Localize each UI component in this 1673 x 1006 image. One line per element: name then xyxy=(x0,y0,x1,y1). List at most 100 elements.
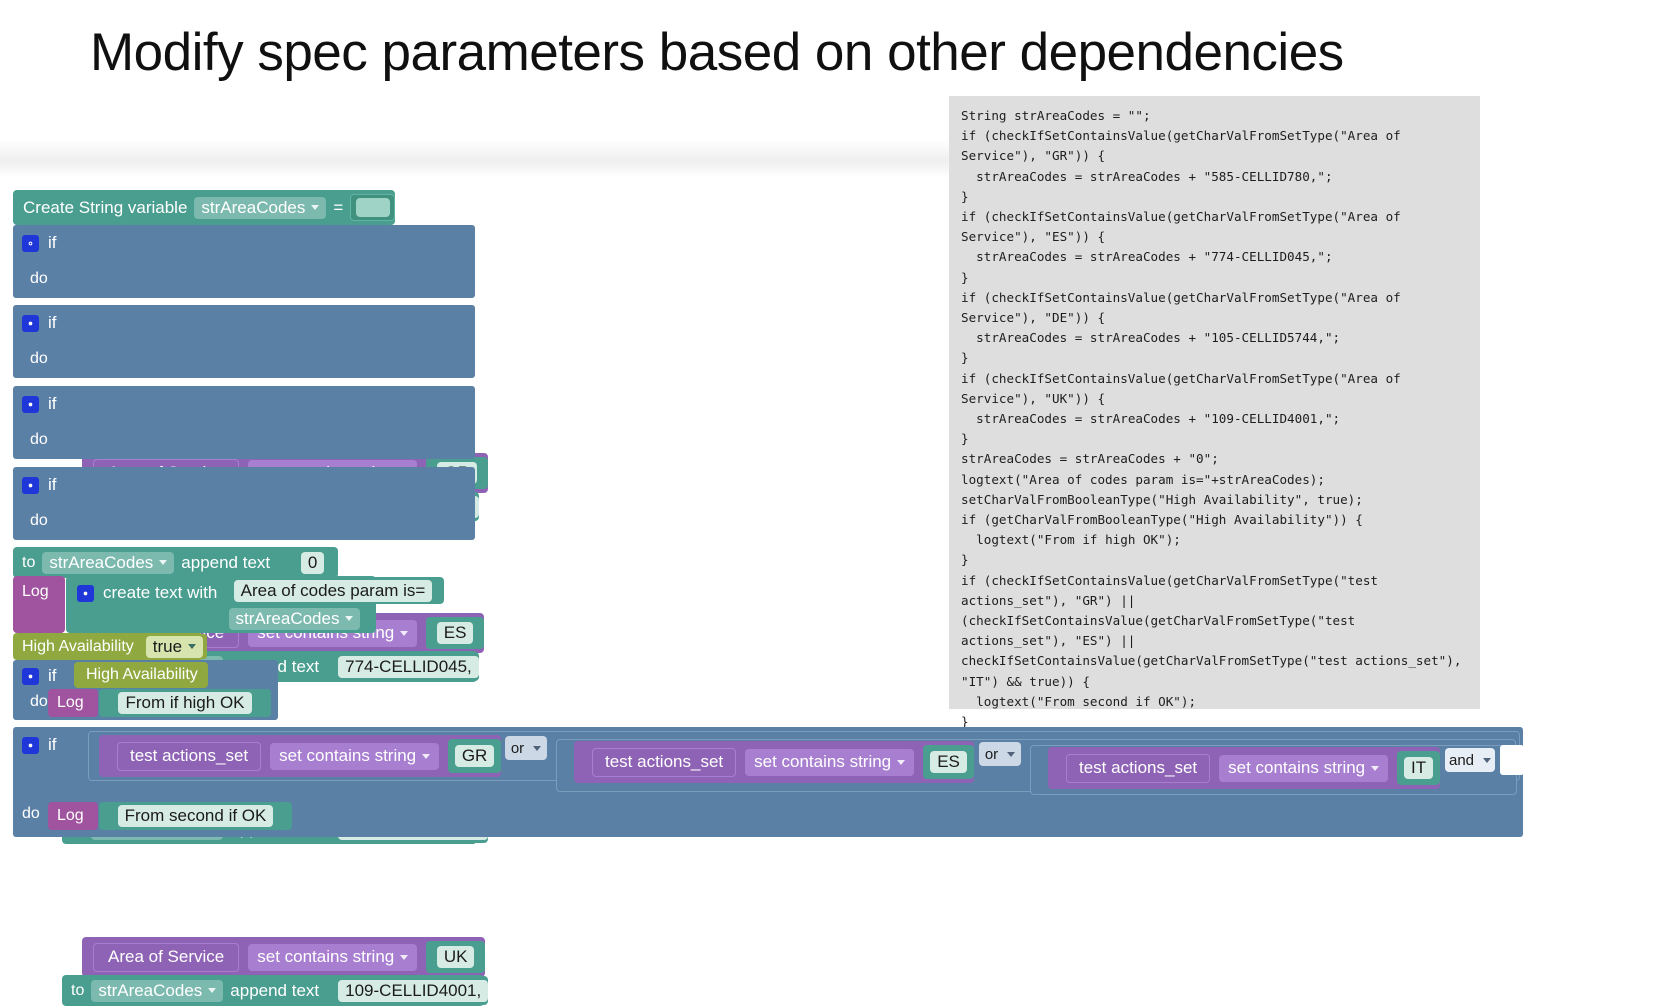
append-variable-dropdown-4[interactable]: strAreaCodes xyxy=(91,979,224,1002)
set-name-socket-4[interactable]: Area of Service xyxy=(93,942,240,972)
condition-block-second-3[interactable]: test actions_set set contains string IT xyxy=(1048,747,1440,789)
operand-socket-second-3[interactable]: IT xyxy=(1397,751,1440,785)
append-value-socket-2[interactable]: 774-CELLID045, xyxy=(338,652,479,681)
if-label-1: if xyxy=(48,233,57,252)
log-label-3: Log xyxy=(57,807,84,824)
log-text-socket-3[interactable]: From second if OK xyxy=(99,802,292,830)
append-value-2[interactable]: 774-CELLID045, xyxy=(338,655,479,678)
operator-dropdown-4[interactable]: set contains string xyxy=(248,943,418,971)
create-variable-name-dropdown[interactable]: strAreaCodes xyxy=(194,196,327,219)
or-dropdown-1[interactable]: or xyxy=(505,736,547,760)
generated-code-panel: String strAreaCodes = ""; if (checkIfSet… xyxy=(949,96,1480,729)
set-name-socket-second-3[interactable]: test actions_set xyxy=(1066,753,1211,783)
operator-dropdown-second-1[interactable]: set contains string xyxy=(270,742,440,770)
create-text-item-1[interactable]: Area of codes param is= xyxy=(233,579,433,602)
create-text-item-2-dropdown[interactable]: strAreaCodes xyxy=(228,607,361,630)
append-text-block-4[interactable]: to strAreaCodes append text 109-CELLID40… xyxy=(62,975,489,1006)
create-variable-label: Create String variable xyxy=(23,197,188,217)
mutator-gear-icon[interactable] xyxy=(22,476,39,494)
do-label-1: do xyxy=(30,270,48,287)
if-label-3: if xyxy=(48,394,57,413)
append-zero-value-socket[interactable]: 0 xyxy=(287,548,338,577)
append-value-4[interactable]: 109-CELLID4001, xyxy=(338,979,489,1002)
mutator-gear-icon[interactable] xyxy=(22,395,39,413)
or-label-1: or xyxy=(510,739,525,757)
if-block-1[interactable]: if Area of Service set contains string G… xyxy=(13,225,488,522)
log-text-3[interactable]: From second if OK xyxy=(117,805,274,827)
operand-socket-second-2[interactable]: ES xyxy=(923,745,974,779)
operand-value-4[interactable]: UK xyxy=(436,946,475,968)
append-text-label-4: append text xyxy=(230,980,320,1000)
mutator-gear-icon[interactable] xyxy=(22,314,39,332)
set-name-socket-second-1[interactable]: test actions_set xyxy=(117,741,262,771)
create-text-item-1-socket[interactable]: Area of codes param is= xyxy=(222,577,444,604)
and-label: and xyxy=(1448,751,1475,769)
do-label-3: do xyxy=(30,431,48,448)
page-title: Modify spec parameters based on other de… xyxy=(90,23,1344,82)
set-name-socket-second-2[interactable]: test actions_set xyxy=(592,747,737,777)
set-name-label-second-3: test actions_set xyxy=(1079,758,1198,777)
do-label-2: do xyxy=(30,350,48,367)
mutator-gear-icon[interactable] xyxy=(22,736,39,754)
if-block-3[interactable]: if Area of Service set contains string D… xyxy=(13,386,489,844)
log-text-2[interactable]: From if high OK xyxy=(118,692,252,714)
append-value-socket-4[interactable]: 109-CELLID4001, xyxy=(338,976,489,1005)
equals-label: = xyxy=(333,197,344,217)
append-zero-value[interactable]: 0 xyxy=(300,551,325,574)
mutator-gear-icon[interactable] xyxy=(77,584,94,602)
create-text-item-2-socket[interactable]: strAreaCodes xyxy=(222,605,367,632)
if-label-4: if xyxy=(48,475,57,494)
log-text-socket-2[interactable]: From if high OK xyxy=(99,689,271,717)
operand-socket-second-1[interactable]: GR xyxy=(448,739,501,773)
append-zero-label: append text xyxy=(181,552,271,572)
condition-block-4[interactable]: Area of Service set contains string UK xyxy=(82,937,485,977)
append-zero-block[interactable]: to strAreaCodes append text 0 xyxy=(13,547,338,578)
operand-value-second-1[interactable]: GR xyxy=(454,745,495,767)
create-text-with-label: create text with xyxy=(103,583,218,602)
set-name-label-second-1: test actions_set xyxy=(130,746,249,765)
log-block-2[interactable]: Log xyxy=(48,689,98,717)
operand-value-second-2[interactable]: ES xyxy=(930,751,967,773)
operator-dropdown-second-3[interactable]: set contains string xyxy=(1219,754,1389,782)
condition-block-second-1[interactable]: test actions_set set contains string GR xyxy=(99,735,501,777)
create-string-variable-block[interactable]: Create String variable strAreaCodes = xyxy=(13,190,395,225)
empty-string-socket[interactable] xyxy=(350,194,395,221)
if-block-2[interactable]: if Area of Service set contains string E… xyxy=(13,305,484,682)
log-block-3[interactable]: Log xyxy=(48,802,98,830)
empty-string-field[interactable] xyxy=(355,198,390,217)
and-dropdown[interactable]: and xyxy=(1445,748,1495,772)
high-availability-value-dropdown[interactable]: true xyxy=(145,635,204,658)
log-label-1: Log xyxy=(22,583,49,600)
if-second-label: if xyxy=(48,735,57,754)
append-zero-to-label: to xyxy=(22,553,36,571)
set-high-availability-block[interactable]: High Availability true xyxy=(13,633,208,660)
do-label-second: do xyxy=(22,805,40,822)
if-block-4[interactable]: if Area of Service set contains string U… xyxy=(13,467,489,1006)
operator-dropdown-second-2[interactable]: set contains string xyxy=(745,748,915,776)
generated-code-text: String strAreaCodes = ""; if (checkIfSet… xyxy=(961,108,1462,730)
mutator-gear-icon[interactable] xyxy=(22,667,39,685)
operand-socket-4[interactable]: UK xyxy=(426,941,485,973)
log-label-2: Log xyxy=(57,694,84,711)
true-boolean-socket[interactable] xyxy=(1500,745,1524,775)
high-availability-label: High Availability xyxy=(22,637,134,655)
high-availability-value-socket[interactable]: true xyxy=(141,634,208,659)
or-label-2: or xyxy=(984,745,999,763)
set-name-label-second-2: test actions_set xyxy=(605,752,724,771)
mutator-gear-icon[interactable] xyxy=(22,234,39,252)
if-label-2: if xyxy=(48,313,57,332)
or-dropdown-2[interactable]: or xyxy=(979,742,1021,766)
do-label-4: do xyxy=(30,512,48,529)
do-label-high-availability: do xyxy=(30,693,48,710)
high-availability-condition-socket[interactable]: High Availability xyxy=(74,662,208,688)
to-label-4: to xyxy=(71,981,85,999)
condition-block-second-2[interactable]: test actions_set set contains string ES xyxy=(574,741,974,783)
operand-socket-2[interactable]: ES xyxy=(426,617,484,649)
append-zero-variable-dropdown[interactable]: strAreaCodes xyxy=(42,551,175,574)
high-availability-condition-label: High Availability xyxy=(86,666,198,683)
log-block-1[interactable]: Log xyxy=(13,576,65,633)
if-high-availability-label: if xyxy=(48,666,57,685)
operand-value-second-3[interactable]: IT xyxy=(1404,757,1434,779)
operand-value-2[interactable]: ES xyxy=(436,622,474,644)
